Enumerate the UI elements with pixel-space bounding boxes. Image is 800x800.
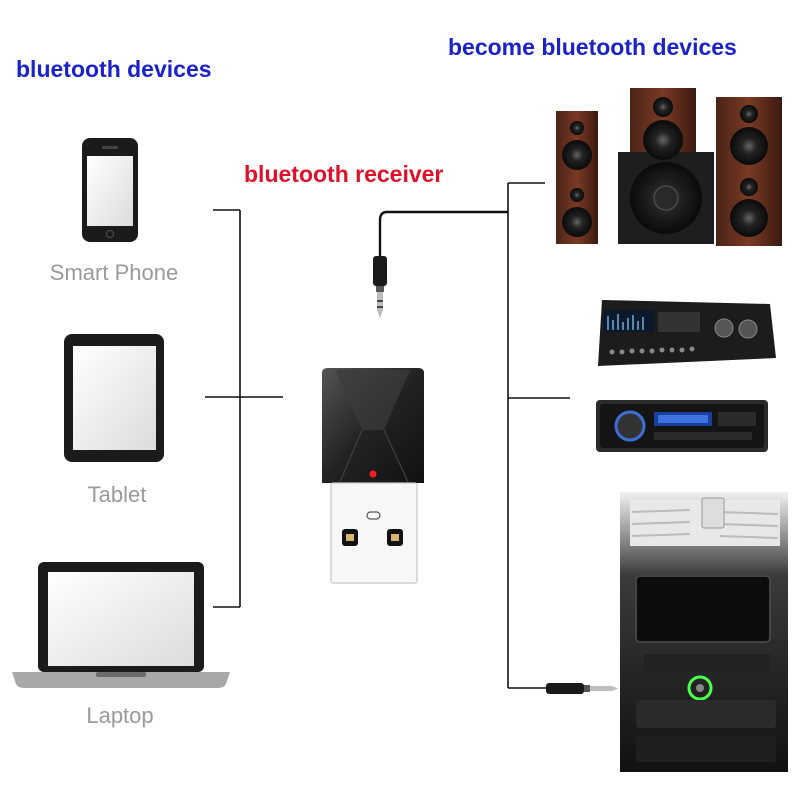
- amplifier-icon: [598, 300, 776, 366]
- speaker-system-icon: [556, 88, 782, 246]
- output-connector-lines: [378, 182, 570, 689]
- laptop-label: Laptop: [86, 703, 154, 728]
- smart-phone-label: Smart Phone: [49, 260, 179, 285]
- bluetooth-receiver-dongle-icon: [322, 368, 424, 584]
- car-dashboard-icon: [620, 492, 788, 772]
- laptop-icon: [12, 562, 230, 688]
- bluetooth-receiver-heading: bluetooth receiver: [244, 161, 444, 187]
- source-connector-lines: [205, 209, 283, 608]
- tablet-label: Tablet: [87, 482, 147, 507]
- bluetooth-devices-heading: bluetooth devices: [16, 56, 212, 82]
- smartphone-icon: [82, 138, 138, 242]
- car-stereo-icon: [596, 400, 768, 452]
- audio-jack-cable-icon: [546, 683, 618, 694]
- tablet-icon: [64, 334, 164, 462]
- audio-jack-plug-icon: [373, 256, 387, 318]
- become-bluetooth-devices-heading: become bluetooth devices: [448, 34, 737, 60]
